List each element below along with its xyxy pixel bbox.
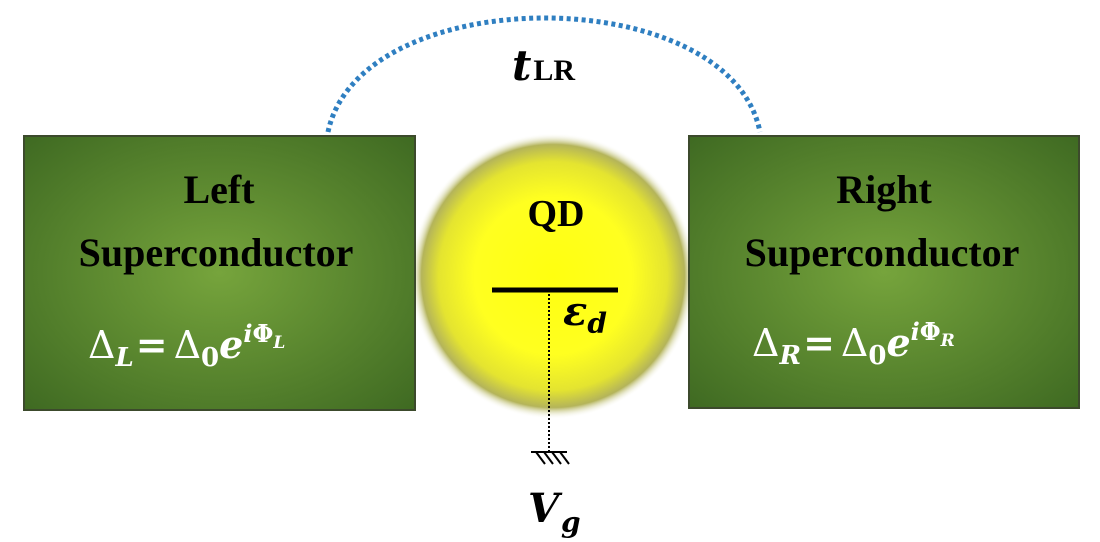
left-superconductor: Left Superconductor ΔL=Δ0eiΦL xyxy=(23,135,416,411)
right-superconductor-box xyxy=(688,135,1080,409)
gate-voltage-label: Vg xyxy=(528,485,581,539)
quantum-dot xyxy=(410,133,696,419)
hopping-symbol: t xyxy=(512,41,531,90)
hopping-label: tLR xyxy=(512,41,575,90)
right-superconductor: Right Superconductor ΔR=Δ0eiΦR xyxy=(688,135,1080,409)
right-superconductor-title-line2: Superconductor xyxy=(745,230,1020,275)
hopping-subscript: LR xyxy=(533,54,575,87)
left-superconductor-box xyxy=(23,135,416,411)
right-superconductor-title-line1: Right xyxy=(836,167,932,212)
left-superconductor-title-line2: Superconductor xyxy=(79,230,354,275)
left-gap-equation: ΔL=Δ0eiΦL xyxy=(88,319,285,373)
right-gap-equation: ΔR=Δ0eiΦR xyxy=(752,317,955,371)
ground-icon xyxy=(531,451,570,465)
qd-label: QD xyxy=(528,193,585,235)
hopping-arc xyxy=(325,15,763,133)
energy-level-label: εd xyxy=(563,288,607,340)
left-superconductor-title-line1: Left xyxy=(183,167,255,212)
